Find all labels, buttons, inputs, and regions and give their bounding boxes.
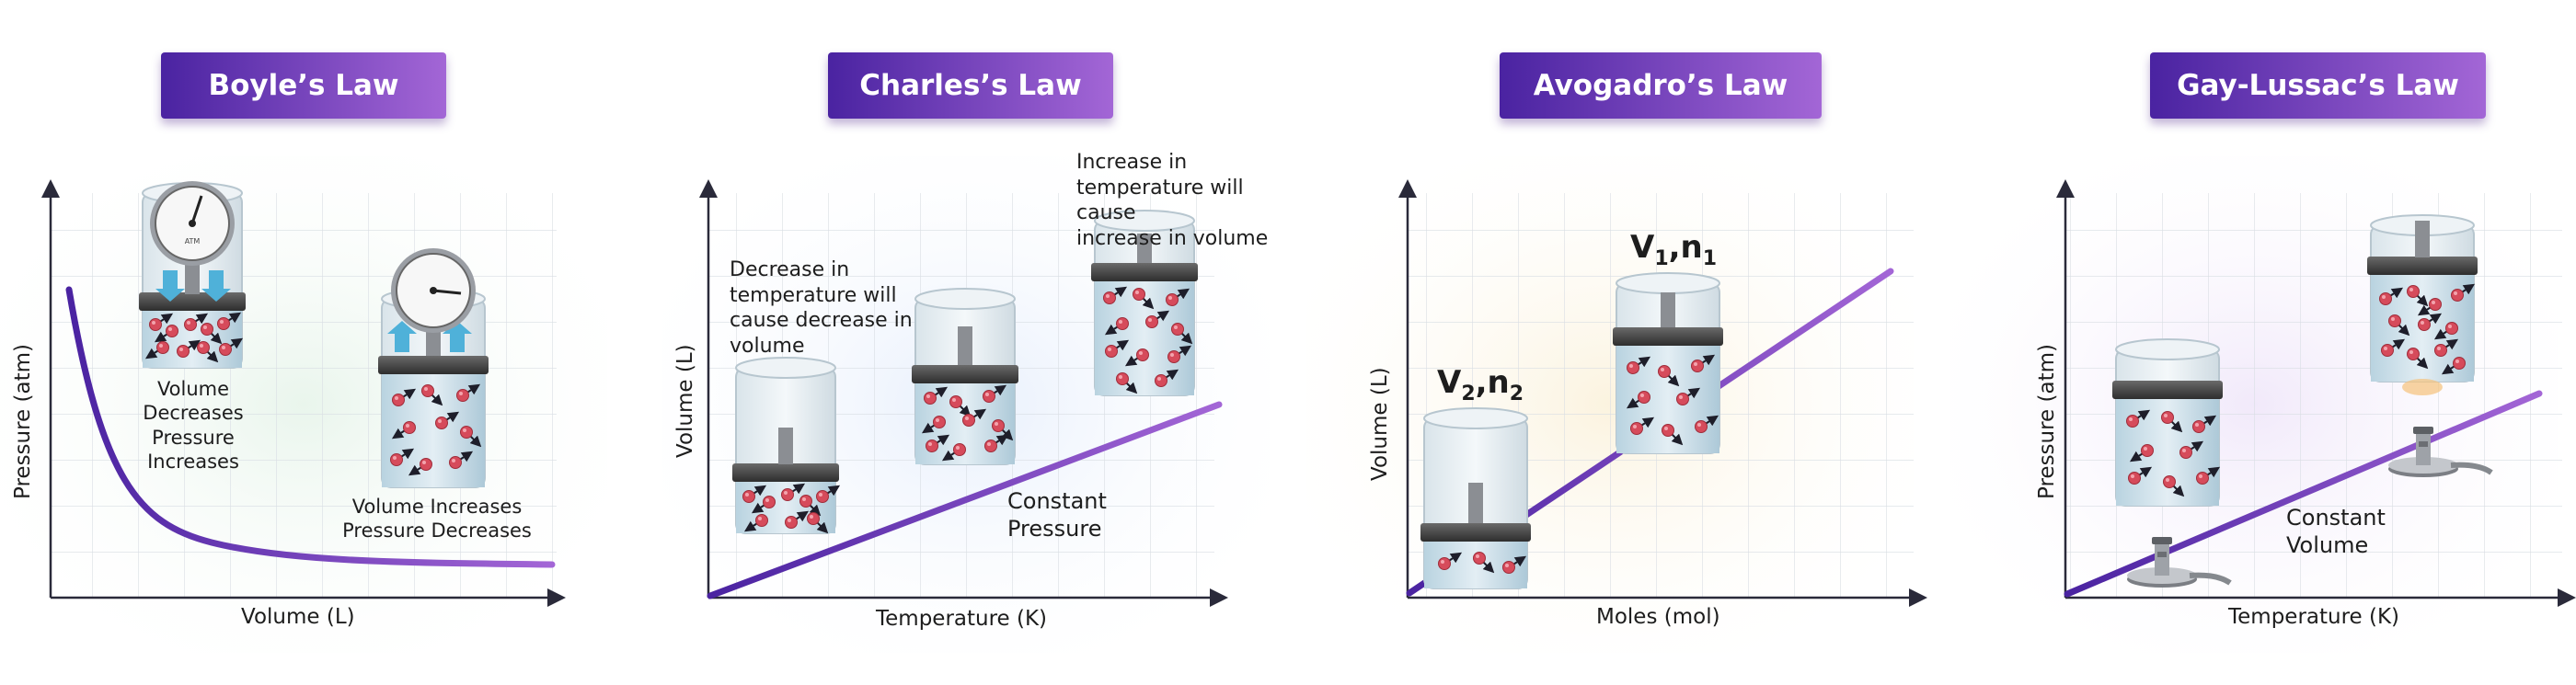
title-banner: Gay-Lussac’s Law [2150, 52, 2486, 119]
title-banner: Avogadro’s Law [1500, 52, 1822, 119]
cylinder-fewer-moles [1420, 407, 1531, 589]
annotation-constant-volume: Constant Volume [2286, 505, 2386, 558]
annotation-expanded: Volume Increases Pressure Decreases [342, 496, 532, 542]
avogadros-law-figure [1306, 156, 1927, 653]
y-axis-label: Volume (L) [673, 344, 697, 458]
panel-title: Boyle’s Law [208, 69, 399, 102]
state-label-sub: 1 [1702, 246, 1718, 270]
cylinder-low-pressure [2112, 338, 2223, 507]
x-axis-label: Temperature (K) [876, 607, 1048, 631]
panel-boyles-law: ATM Boyle’s Law Volume Decreases Pressur… [0, 0, 644, 685]
boyle-curve [65, 286, 556, 568]
boyles-law-figure: ATM [0, 156, 607, 653]
charles-line [707, 401, 1223, 599]
panel-avogadros-law: Avogadro’s Law V1,n1 V2,n2 Moles (mol) V… [1288, 0, 1932, 685]
state-label-sub: 2 [1509, 382, 1524, 405]
pressure-gauge-high: ATM [150, 181, 235, 266]
title-banner: Boyle’s Law [161, 52, 446, 119]
title-banner: Charles’s Law [828, 52, 1113, 119]
gay-lussac-line [2064, 390, 2543, 598]
state-label-sep: ,n [1668, 229, 1703, 266]
state-label-v1-n1: V1,n1 [1630, 228, 1717, 271]
annotation-compressed: Volume Decreases Pressure Increases [143, 378, 244, 473]
state-label-v2-n2: V2,n2 [1437, 363, 1524, 406]
cylinder-cold [732, 357, 839, 534]
state-label-sub: 2 [1461, 382, 1476, 405]
annotation-increase: Increase in temperature will cause incre… [1076, 151, 1269, 250]
x-axis-label: Temperature (K) [2228, 605, 2400, 629]
state-label-main: V [1437, 364, 1462, 401]
x-axis-label: Moles (mol) [1596, 605, 1720, 629]
annotation-constant-pressure: Constant Pressure [1007, 488, 1107, 542]
charles-law-figure [662, 156, 1270, 653]
annotation-decrease: Decrease in temperature will cause decre… [730, 258, 913, 358]
state-label-sub: 1 [1654, 246, 1669, 270]
state-label-main: V [1630, 229, 1655, 266]
cylinder-hot [1091, 210, 1198, 396]
panel-title: Avogadro’s Law [1533, 69, 1788, 102]
y-axis-label: Pressure (atm) [2035, 344, 2059, 499]
gay-lussacs-law-figure [1950, 156, 2576, 653]
state-label-sep: ,n [1475, 364, 1510, 401]
panel-title: Gay-Lussac’s Law [2177, 69, 2459, 102]
y-axis-label: Volume (L) [1368, 367, 1392, 481]
x-axis-label: Volume (L) [241, 605, 355, 629]
panel-gay-lussacs-law: Gay-Lussac’s Law Constant Volume Tempera… [1932, 0, 2576, 685]
pressure-gauge-low [391, 248, 476, 333]
panel-charles-law: Charles’s Law Decrease in temperature wi… [644, 0, 1288, 685]
cylinder-warm [912, 288, 1018, 465]
cylinder-high-pressure [2367, 214, 2478, 395]
gauge-label: ATM [185, 237, 201, 245]
cylinder-more-moles [1613, 272, 1723, 454]
y-axis-label: Pressure (atm) [11, 344, 35, 499]
panel-title: Charles’s Law [859, 69, 1082, 102]
